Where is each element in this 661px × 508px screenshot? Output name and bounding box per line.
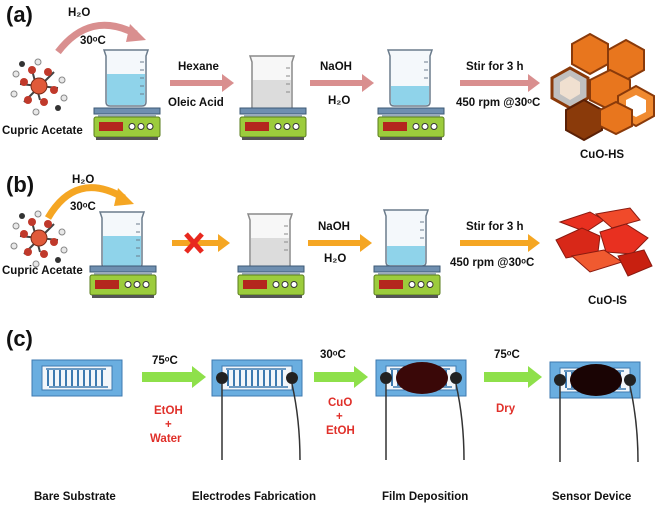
beaker-a2 <box>249 55 295 113</box>
panel-b-arrow2 <box>308 240 360 246</box>
panel-b-temp-label: 30ᵒC <box>70 201 96 213</box>
process-arrow1 <box>142 372 192 382</box>
arrow1-cond-line1: EtOH <box>154 405 183 417</box>
film-electrode-left <box>380 372 392 384</box>
beaker-b1 <box>99 211 145 269</box>
panel-a-temp-label: 30ᵒC <box>80 35 106 47</box>
hotplate-a1 <box>93 107 161 141</box>
cross-icon <box>184 232 204 254</box>
panel-c: (c) Bare Substrate 75ᵒC EtOH + Water Ele… <box>6 326 641 503</box>
panel-b-label: (b) <box>6 172 34 197</box>
film-wire-right <box>455 383 465 461</box>
stage2-label: Electrodes Fabrication <box>192 491 316 503</box>
bare-substrate <box>31 359 123 397</box>
arrow2-temp: 30ᵒC <box>320 349 346 361</box>
stage4-label: Sensor Device <box>552 491 631 503</box>
panel-a-arrow2 <box>310 80 362 86</box>
panel-a-arrowhead2 <box>362 74 374 92</box>
panel-a-arrow1 <box>170 80 222 86</box>
cupric-acetate-molecule-b <box>10 210 68 268</box>
process-arrow3 <box>484 372 528 382</box>
panel-a-step2-bottom: H₂O <box>328 95 350 107</box>
electrode-left <box>216 372 228 384</box>
beaker-b3 <box>383 209 429 267</box>
hotplate-b1 <box>89 265 157 299</box>
panel-a-h2o-label: H₂O <box>68 7 90 19</box>
panel-b-arrow3 <box>460 240 528 246</box>
arrow3-temp: 75ᵒC <box>494 349 520 361</box>
panel-b-h2o-label: H₂O <box>72 174 94 186</box>
panel-a-curved-arrowhead <box>126 24 146 42</box>
arrow2-cond-line1: CuO <box>328 397 352 409</box>
process-arrowhead2 <box>354 366 368 388</box>
sensor-film <box>570 364 622 396</box>
panel-b-curved-arrowhead <box>114 188 134 206</box>
panel-a-label: (a) <box>6 2 33 27</box>
deposited-film <box>396 362 448 394</box>
lead-wire-right <box>291 383 301 461</box>
process-arrowhead3 <box>528 366 542 388</box>
process-arrowhead1 <box>192 366 206 388</box>
sensor-wire-right <box>629 385 639 463</box>
panel-b-blocked-arrowhead <box>218 234 230 252</box>
beaker-a1 <box>103 49 149 107</box>
panel-b-step3-top: Stir for 3 h <box>466 221 524 233</box>
panel-a-step3-bottom: 450 rpm @30ᵒC <box>456 97 540 109</box>
arrow1-cond-line2: + <box>165 419 172 431</box>
stage3-label: Film Deposition <box>382 491 468 503</box>
process-arrow2 <box>314 372 354 382</box>
electrode-right <box>286 372 298 384</box>
arrow2-cond-line2: + <box>336 411 343 423</box>
cuo-is-sheets <box>555 207 653 277</box>
panel-b-arrowhead3 <box>528 234 540 252</box>
beaker-b2 <box>247 213 293 271</box>
arrow3-cond-line1: Dry <box>496 403 516 415</box>
hotplate-b3 <box>373 265 441 299</box>
panel-a-curved-arrow <box>55 21 138 55</box>
panel-a-step1-top: Hexane <box>178 61 219 73</box>
hotplate-b2 <box>237 265 305 299</box>
panel-a-step1-bottom: Oleic Acid <box>168 97 224 109</box>
panel-a-step3-top: Stir for 3 h <box>466 61 524 73</box>
panel-a: (a) H₂O 30ᵒC Cupric Acetate Hexane Oleic… <box>2 2 655 161</box>
panel-b-curved-arrow <box>44 184 126 220</box>
panel-a-arrowhead3 <box>528 74 540 92</box>
panel-a-arrowhead1 <box>222 74 234 92</box>
panel-b: (b) H₂O 30ᵒC Cupric Acetate NaOH H₂O Sti… <box>2 172 653 307</box>
panel-b-step2-top: NaOH <box>318 221 350 233</box>
sensor-electrode-right <box>624 374 636 386</box>
hotplate-a3 <box>377 107 445 141</box>
panel-b-precursor-label: Cupric Acetate <box>2 265 83 277</box>
panel-b-product-label: CuO-IS <box>588 295 627 307</box>
cupric-acetate-molecule-a <box>10 58 68 116</box>
arrow1-temp: 75ᵒC <box>152 355 178 367</box>
beaker-a3 <box>387 49 433 107</box>
panel-a-arrow3 <box>460 80 528 86</box>
panel-b-step2-bottom: H₂O <box>324 253 346 265</box>
panel-c-label: (c) <box>6 326 33 351</box>
hotplate-a2 <box>239 107 307 141</box>
stage1-label: Bare Substrate <box>34 491 116 503</box>
panel-a-step2-top: NaOH <box>320 61 352 73</box>
arrow2-cond-line3: EtOH <box>326 425 355 437</box>
cuo-hs-hexagons <box>550 32 655 142</box>
panel-a-product-label: CuO-HS <box>580 149 624 161</box>
panel-b-step3-bottom: 450 rpm @30ᵒC <box>450 257 534 269</box>
arrow1-cond-line3: Water <box>150 433 182 445</box>
sensor-electrode-left <box>554 374 566 386</box>
panel-b-arrowhead2 <box>360 234 372 252</box>
panel-a-precursor-label: Cupric Acetate <box>2 125 83 137</box>
film-electrode-right <box>450 372 462 384</box>
